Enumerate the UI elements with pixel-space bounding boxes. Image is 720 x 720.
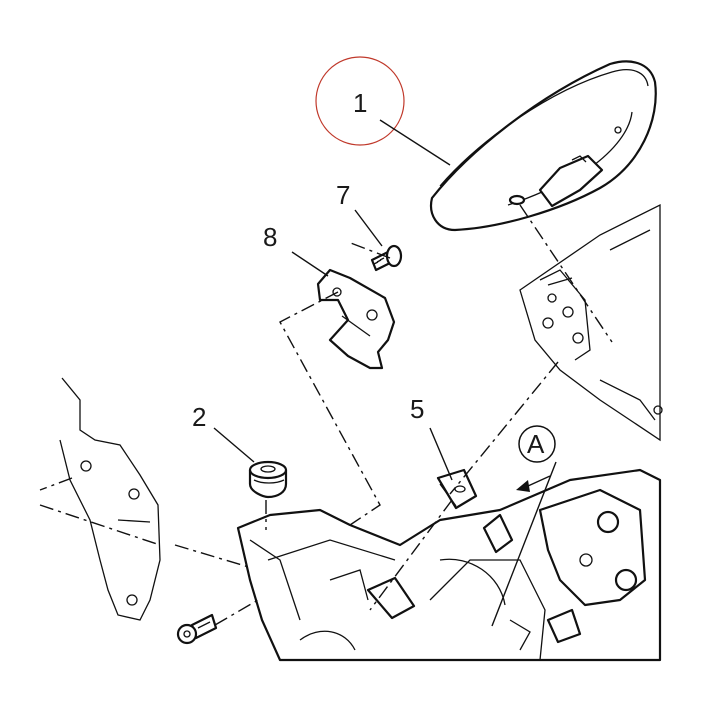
bolt-lower-left [176,613,218,645]
callout-a-badge: A [518,425,556,463]
part-8-bracket [316,268,396,370]
callout-2: 2 [192,402,206,432]
callout-1: 1 [353,88,367,118]
highlight-circle [315,56,405,146]
alignment-lines [39,204,613,626]
callout-8: 8 [263,222,277,252]
part-2-grommet [248,460,288,499]
frame-bracket-right [519,203,663,442]
left-side-plate [59,377,161,621]
part-7-screw [370,244,403,272]
leader-lines [213,119,453,481]
part-1-seat-pad [430,60,657,232]
callout-a: A [527,429,545,459]
callout-5: 5 [410,394,424,424]
view-a-arrow [491,461,557,627]
part-5-clip-nut [436,468,478,510]
main-subframe [236,468,662,662]
callout-7: 7 [336,180,350,210]
